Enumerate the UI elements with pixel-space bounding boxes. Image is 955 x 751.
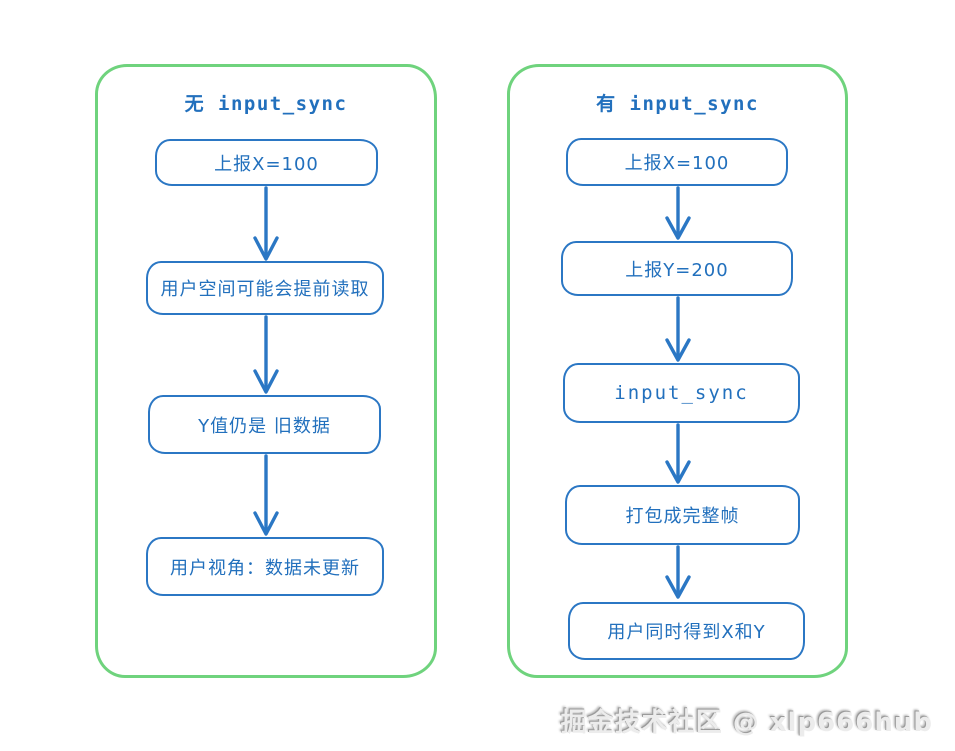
panel-title: 无 input_sync [184, 93, 348, 115]
flow-node-report-x: 上报X=100 [566, 138, 788, 186]
arrow-down-icon [248, 315, 284, 395]
flow-node-y-old-data: Y值仍是 旧数据 [148, 395, 381, 454]
flow-node-report-x: 上报X=100 [155, 139, 378, 186]
flow-node-userspace-early-read: 用户空间可能会提前读取 [146, 261, 384, 315]
flow-node-user-gets-x-and-y: 用户同时得到X和Y [568, 602, 805, 660]
panel-title: 有 input_sync [596, 93, 759, 115]
arrow-down-icon [660, 296, 696, 363]
arrow-down-icon [248, 454, 284, 537]
flow-node-user-view-not-updated: 用户视角：数据未更新 [146, 537, 384, 596]
panel-with-input-sync: 有 input_sync 上报X=100 上报Y=200 input_sync … [507, 64, 848, 678]
arrow-down-icon [660, 423, 696, 485]
arrow-down-icon [248, 186, 284, 262]
flow-node-report-y: 上报Y=200 [561, 241, 793, 296]
panel-without-input-sync: 无 input_sync 上报X=100 用户空间可能会提前读取 Y值仍是 旧数… [95, 64, 437, 678]
arrow-down-icon [660, 186, 696, 241]
watermark: 掘金技术社区 @ xlp666hub [560, 708, 933, 738]
flow-node-input-sync: input_sync [563, 363, 800, 423]
flow-node-pack-full-frame: 打包成完整帧 [565, 485, 800, 545]
arrow-down-icon [660, 545, 696, 600]
